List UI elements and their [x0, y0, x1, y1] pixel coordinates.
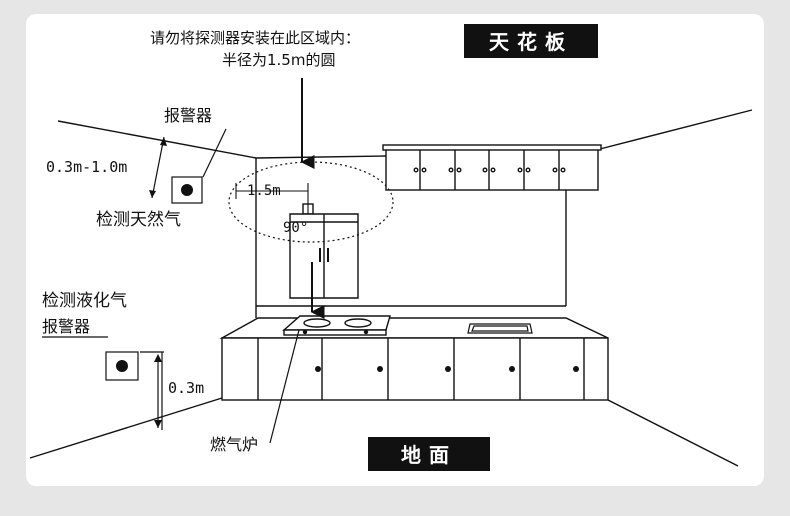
floor-label-box	[368, 437, 490, 471]
radius-label: 1.5m	[247, 183, 281, 199]
counter-cabinets	[219, 317, 609, 401]
lpg-height-indicator	[42, 336, 164, 430]
lpg-arrow-top	[154, 354, 162, 362]
lpg-height-label: 0.3m	[168, 379, 204, 397]
upper-cabinets	[382, 144, 602, 191]
natural-gas-alarm-pointer	[202, 128, 227, 178]
natural-gas-sensor-dot	[181, 184, 193, 196]
natural-gas-height-arrow	[151, 136, 165, 199]
sink	[467, 323, 533, 334]
instruction-line-2: 半径为1.5m的圆	[222, 51, 335, 69]
lpg-alarm-label: 报警器	[42, 317, 90, 336]
instruction-line-1: 请勿将探测器安装在此区域内：	[150, 29, 360, 47]
radius-indicator	[235, 183, 309, 214]
ceiling-label-box	[464, 24, 598, 58]
range-hood	[289, 203, 359, 299]
natural-gas-alarm-label: 报警器	[164, 106, 212, 125]
cabinet-knobs	[315, 366, 579, 372]
ceiling-label: 天花板	[489, 30, 573, 54]
natural-gas-arrow-bottom	[149, 190, 156, 198]
natural-gas-detect-label: 检测天然气	[96, 210, 181, 230]
stove-pointer	[269, 329, 300, 444]
stove-label: 燃气炉	[210, 435, 258, 454]
lpg-arrow-bottom	[154, 420, 162, 428]
lpg-detect-label: 检测液化气	[42, 291, 127, 311]
natural-gas-arrow-top	[160, 137, 167, 146]
angle-label: 90°	[283, 220, 308, 236]
room-outline	[29, 109, 753, 467]
natural-gas-height-label: 0.3m-1.0m	[46, 158, 127, 176]
lpg-sensor-dot	[116, 360, 128, 372]
diagram-card	[26, 14, 764, 486]
floor-label: 地面	[401, 443, 457, 467]
gas-stove	[282, 315, 391, 336]
